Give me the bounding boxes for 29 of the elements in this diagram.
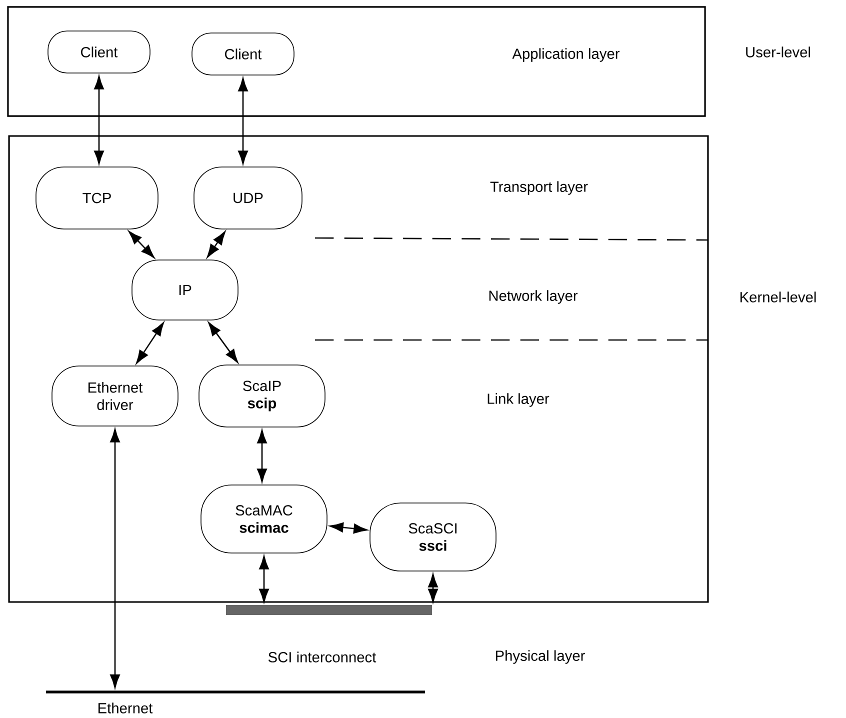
level-label: Kernel-level xyxy=(740,292,816,302)
arrow xyxy=(257,430,267,482)
arrow xyxy=(136,322,164,364)
arrow xyxy=(208,322,238,363)
module-box: IP xyxy=(132,260,238,320)
module-box: Ethernet driver xyxy=(52,366,178,426)
arrow xyxy=(110,428,120,688)
level-label: User-level xyxy=(746,46,810,58)
layer-label: Transport layer xyxy=(490,181,588,195)
module-box: ScaMAC scimac xyxy=(200,484,328,554)
layer-label: Link layer xyxy=(488,393,550,407)
layer-label: Application layer xyxy=(512,48,620,62)
arrow xyxy=(428,574,438,602)
arrow xyxy=(94,76,104,164)
module-box: ScaIP scip xyxy=(198,364,326,428)
arrow xyxy=(238,78,248,164)
module-box: ScaSCI ssci xyxy=(370,502,496,572)
bar-label: Ethernet xyxy=(98,702,153,714)
arrow xyxy=(259,556,269,602)
module-box: TCP xyxy=(36,166,158,230)
module-box: Client xyxy=(48,30,150,74)
layer-label: Physical layer xyxy=(496,650,585,664)
layer-label: Network layer xyxy=(489,290,578,304)
arrow xyxy=(206,231,226,258)
module-box: Client xyxy=(192,32,294,76)
arrow xyxy=(330,522,368,534)
module-box: UDP xyxy=(194,166,302,230)
bar-label: SCI interconnect xyxy=(268,652,376,662)
arrow xyxy=(128,230,154,258)
